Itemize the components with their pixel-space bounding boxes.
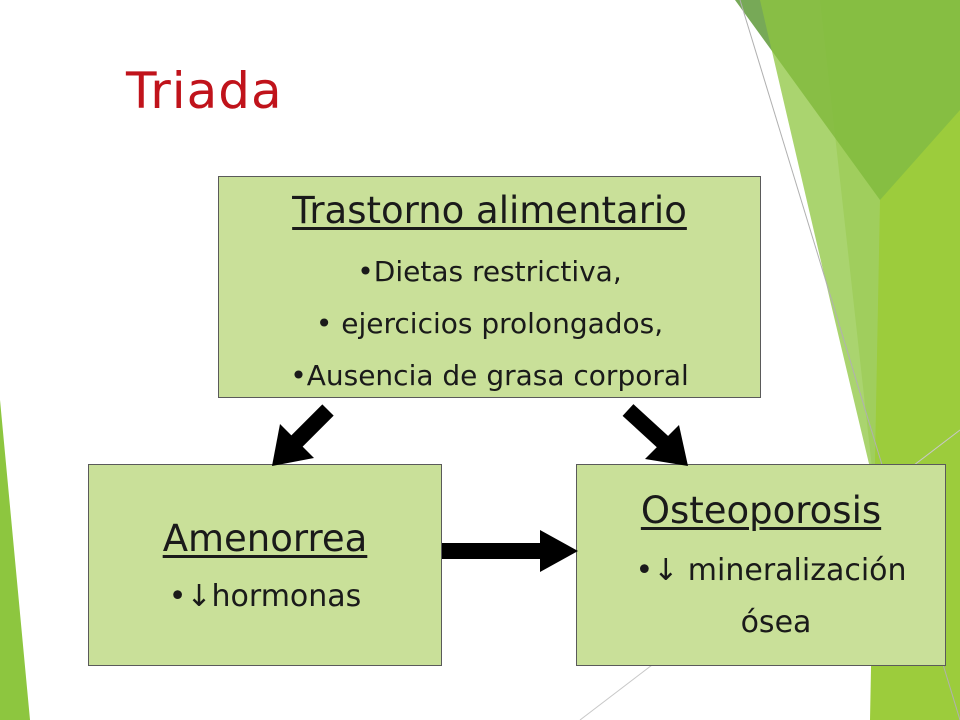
arrow-right-icon — [442, 530, 578, 572]
box-top-item: •Ausencia de grasa corporal — [290, 359, 689, 392]
box-right-item: ósea — [740, 605, 812, 640]
arrow-down-left-icon — [272, 404, 334, 466]
slide-title: Triada — [126, 62, 283, 120]
box-right-heading: Osteoporosis — [640, 489, 882, 532]
left-green-stripe — [0, 400, 30, 720]
box-top-heading: Trastorno alimentario — [292, 189, 687, 232]
box-left-heading: Amenorrea — [162, 517, 368, 560]
box-left-item: •↓hormonas — [168, 579, 362, 614]
box-top-item: • ejercicios prolongados, — [315, 307, 664, 340]
box-osteoporosis: Osteoporosis •↓ mineralización ósea — [576, 464, 946, 666]
arrow-down-right-icon — [622, 404, 688, 466]
box-right-item: •↓ mineralización — [635, 553, 907, 588]
box-amenorrea: Amenorrea •↓hormonas — [88, 464, 442, 666]
box-trastorno-alimentario: Trastorno alimentario •Dietas restrictiv… — [218, 176, 761, 398]
box-top-item: •Dietas restrictiva, — [357, 255, 622, 288]
